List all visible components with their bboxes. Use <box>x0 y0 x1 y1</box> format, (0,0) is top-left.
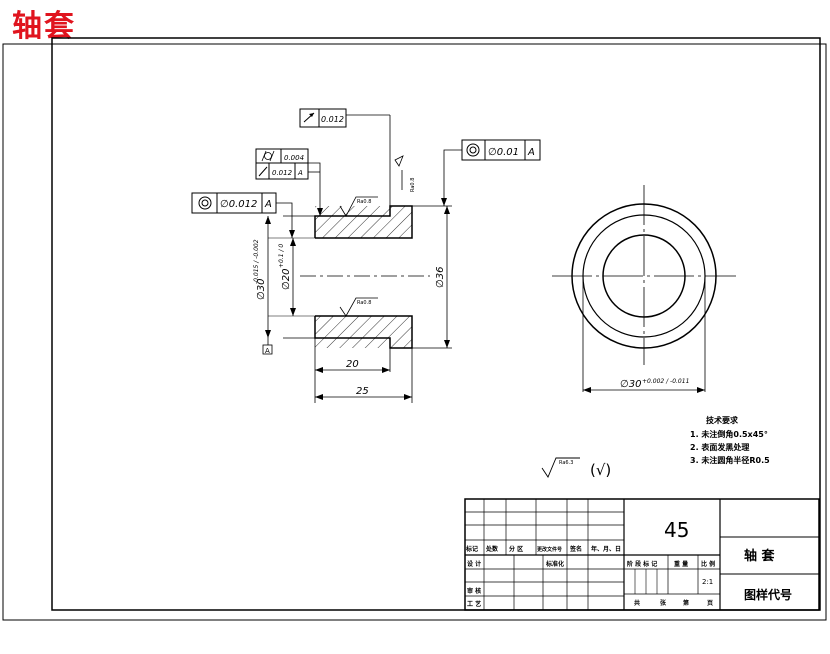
section-wall-bottom <box>315 316 412 348</box>
svg-text:工 艺: 工 艺 <box>467 600 481 608</box>
svg-text:Ra0.8: Ra0.8 <box>410 178 416 192</box>
svg-text:2. 表面发黑处理: 2. 表面发黑处理 <box>690 442 749 452</box>
roughness-mark-top: Ra0.8 <box>339 196 378 217</box>
svg-text:(√): (√) <box>590 461 611 479</box>
datum-a-box <box>262 344 273 355</box>
tolerance-frame-concentricity-left: ∅0.012 A <box>191 192 277 214</box>
svg-text:3. 未注圆角半径R0.5: 3. 未注圆角半径R0.5 <box>690 455 770 465</box>
outer-frame <box>2 43 827 621</box>
dim-30-right-label: ∅30 <box>620 379 641 390</box>
tolerance-frame-cylindricity: 0.004 <box>255 148 309 164</box>
svg-text:更改文件号: 更改文件号 <box>537 546 562 553</box>
technical-requirements: 技术要求 1. 未注倒角0.5x45° 2. 表面发黑处理 3. 未注圆角半径R… <box>690 415 770 465</box>
general-roughness-mark: Ra6.3 (√) <box>541 457 611 479</box>
dim-20-label: 20 <box>346 359 359 370</box>
part-name: 轴 套 <box>744 548 776 564</box>
title-block <box>464 498 820 611</box>
svg-text:设 计: 设 计 <box>467 560 481 568</box>
tolerance-frame-runout-mid: 0.012 A <box>255 162 309 180</box>
material-label: 45 <box>664 518 689 542</box>
svg-text:0.012: 0.012 <box>321 115 344 124</box>
svg-text:Ra0.8: Ra0.8 <box>357 199 371 205</box>
concentricity-icon <box>466 143 480 157</box>
roughness-mark-right-face: Ra0.8 <box>394 155 416 192</box>
svg-text:A: A <box>264 199 272 210</box>
cylindricity-icon <box>261 150 275 162</box>
end-view: ∅30 +0.002 / -0.011 <box>552 185 736 393</box>
svg-text:Ra0.8: Ra0.8 <box>357 300 371 306</box>
svg-text:阶 段 标 记: 阶 段 标 记 <box>627 560 657 568</box>
svg-text:Ra6.3: Ra6.3 <box>559 460 573 466</box>
drawing-code: 图样代号 <box>744 587 792 602</box>
roughness-mark-mid: Ra0.8 <box>339 297 378 317</box>
datum-a-label: A <box>265 347 270 355</box>
svg-text:比 例: 比 例 <box>701 560 715 568</box>
svg-text:0.012: 0.012 <box>272 169 293 177</box>
svg-text:页: 页 <box>707 599 713 607</box>
section-view: ∅36 ∅20 +0.1 / 0 ∅30 -0.015 / -0.002 A 2… <box>253 114 462 403</box>
inner-frame <box>51 37 821 611</box>
tolerance-frame-runout-top: 0.012 <box>299 108 347 128</box>
svg-text:A: A <box>527 147 535 158</box>
runout-arrow-icon <box>258 166 268 177</box>
svg-text:标准化: 标准化 <box>545 560 564 568</box>
svg-text:0.004: 0.004 <box>284 154 304 162</box>
dim-36-label: ∅36 <box>435 267 446 288</box>
svg-text:处数: 处数 <box>485 545 499 553</box>
scale-value: 2:1 <box>702 578 713 586</box>
tolerance-frame-concentricity-right: ∅0.01 A <box>461 139 541 161</box>
dim-30-left-label: ∅30 <box>256 279 267 300</box>
dim-20-bore-label: ∅20 <box>281 269 292 290</box>
svg-text:技术要求: 技术要求 <box>706 415 739 425</box>
svg-text:A: A <box>297 169 303 177</box>
section-wall-top <box>315 206 412 238</box>
svg-text:标记: 标记 <box>465 545 478 553</box>
concentricity-icon <box>198 196 212 210</box>
dim-25-label: 25 <box>356 386 369 397</box>
dim-30-right-tol: +0.002 / -0.011 <box>642 378 689 385</box>
dim-30-left-tol: -0.015 / -0.002 <box>253 239 260 284</box>
svg-text:重 量: 重 量 <box>674 560 688 568</box>
svg-text:分 区: 分 区 <box>509 545 523 553</box>
svg-text:∅0.012: ∅0.012 <box>220 199 257 210</box>
svg-text:审 核: 审 核 <box>467 587 481 595</box>
svg-text:第: 第 <box>682 599 689 607</box>
title-block-text: 45 轴 套 图样代号 2:1 标记 处数 分 区 更改文件号 签名 年、月、日… <box>465 518 792 608</box>
svg-text:年、月、日: 年、月、日 <box>591 545 621 553</box>
svg-text:1. 未注倒角0.5x45°: 1. 未注倒角0.5x45° <box>690 429 768 439</box>
svg-text:∅0.01: ∅0.01 <box>488 147 519 158</box>
svg-text:张: 张 <box>660 599 667 607</box>
svg-text:签名: 签名 <box>569 545 582 553</box>
dim-20-bore-tol: +0.1 / 0 <box>278 244 285 268</box>
svg-text:共: 共 <box>634 599 640 607</box>
